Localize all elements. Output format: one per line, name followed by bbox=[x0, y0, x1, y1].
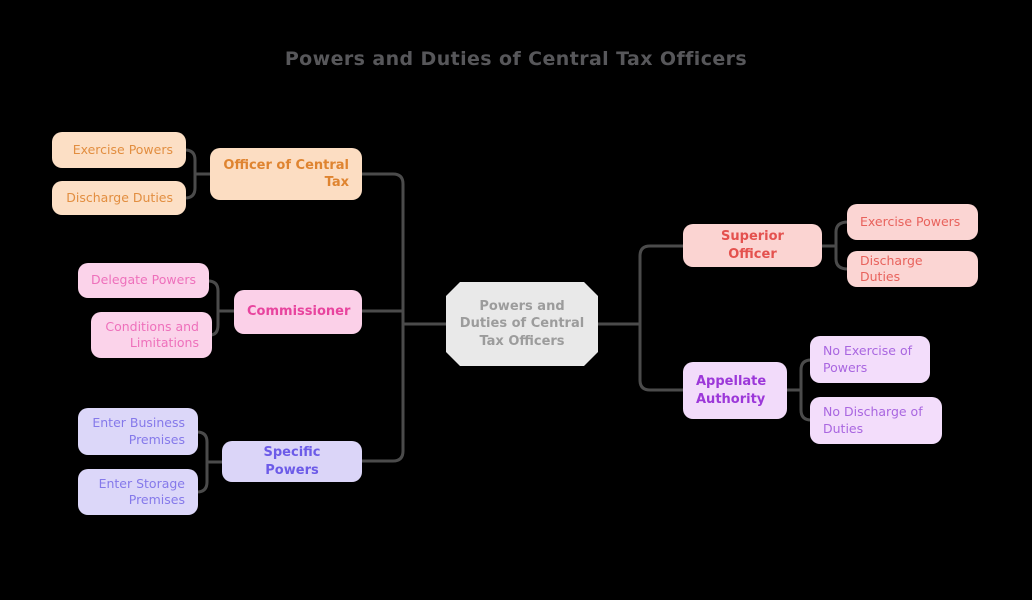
node-appellate-authority[interactable]: Appellate Authority bbox=[683, 362, 787, 419]
node-enter-storage-premises[interactable]: Enter Storage Premises bbox=[78, 469, 198, 515]
diagram-title: Powers and Duties of Central Tax Officer… bbox=[284, 48, 748, 70]
node-no-exercise-of-powers[interactable]: No Exercise of Powers bbox=[810, 336, 930, 383]
connector-right-trunk bbox=[638, 244, 685, 392]
connector-commissioner-children bbox=[206, 279, 220, 337]
node-discharge-duties-left[interactable]: Discharge Duties bbox=[52, 181, 186, 215]
node-root-powers-and-duties[interactable]: Powers and Duties of Central Tax Officer… bbox=[446, 282, 598, 366]
node-officer-of-central-tax[interactable]: Officer of Central Tax bbox=[210, 148, 362, 200]
node-exercise-powers-right[interactable]: Exercise Powers bbox=[847, 204, 978, 240]
node-specific-powers[interactable]: Specific Powers bbox=[222, 441, 362, 482]
node-discharge-duties-right[interactable]: Discharge Duties bbox=[847, 251, 978, 287]
node-exercise-powers-left[interactable]: Exercise Powers bbox=[52, 132, 186, 168]
node-enter-business-premises[interactable]: Enter Business Premises bbox=[78, 408, 198, 455]
node-conditions-and-limitations[interactable]: Conditions and Limitations bbox=[91, 312, 212, 358]
node-no-discharge-of-duties[interactable]: No Discharge of Duties bbox=[810, 397, 942, 444]
node-superior-officer[interactable]: Superior Officer bbox=[683, 224, 822, 267]
node-delegate-powers[interactable]: Delegate Powers bbox=[78, 263, 209, 298]
node-commissioner[interactable]: Commissioner bbox=[234, 290, 362, 334]
connector-left-trunk bbox=[360, 172, 405, 463]
